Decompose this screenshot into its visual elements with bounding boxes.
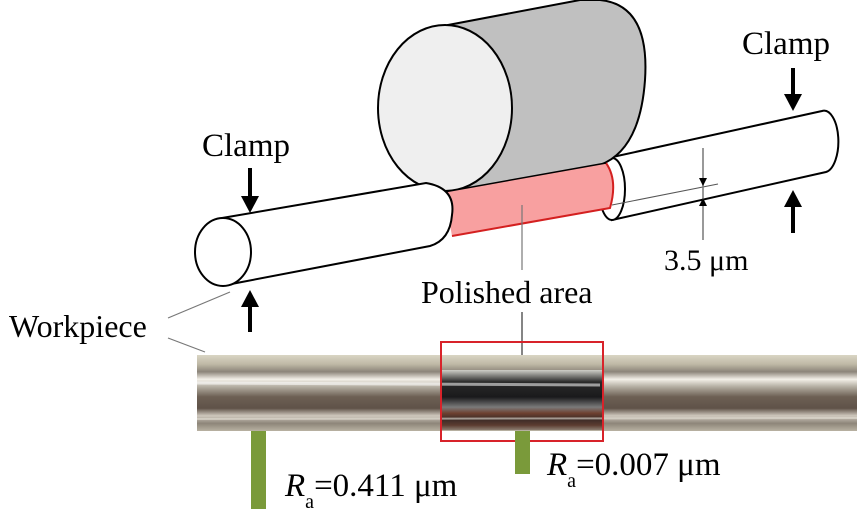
workpiece-left-segment: [194, 181, 454, 287]
roughness-value: =0.411 μm: [314, 468, 458, 504]
roughness-label-unpolished: Ra=0.411 μm: [285, 468, 458, 513]
workpiece-photo: [196, 355, 858, 431]
roughness-label-polished: Ra=0.007 μm: [547, 447, 721, 492]
workpiece-end-face: [194, 217, 252, 287]
roughness-symbol: R: [547, 447, 568, 483]
clamp-arrows-right: [784, 68, 802, 233]
roughness-value: =0.007 μm: [576, 447, 721, 483]
roughness-subscript: a: [567, 470, 577, 492]
polishing-tool: [377, 0, 647, 193]
clamp-label-left: Clamp: [202, 128, 290, 164]
roughness-symbol: R: [285, 468, 306, 504]
tool-front-face: [377, 24, 513, 192]
dimension-marker: [699, 148, 707, 240]
workpiece-label: Workpiece: [9, 308, 147, 344]
clamp-arrows-left: [241, 168, 259, 332]
roughness-subscript: a: [305, 491, 315, 513]
roughness-bar-unpolished: [251, 431, 266, 509]
polished-area-label: Polished area: [421, 274, 593, 310]
dimension-label: 3.5 μm: [664, 244, 749, 277]
roughness-bar-polished: [515, 431, 530, 474]
clamp-label-right: Clamp: [742, 26, 830, 62]
polished-band: [443, 162, 615, 237]
